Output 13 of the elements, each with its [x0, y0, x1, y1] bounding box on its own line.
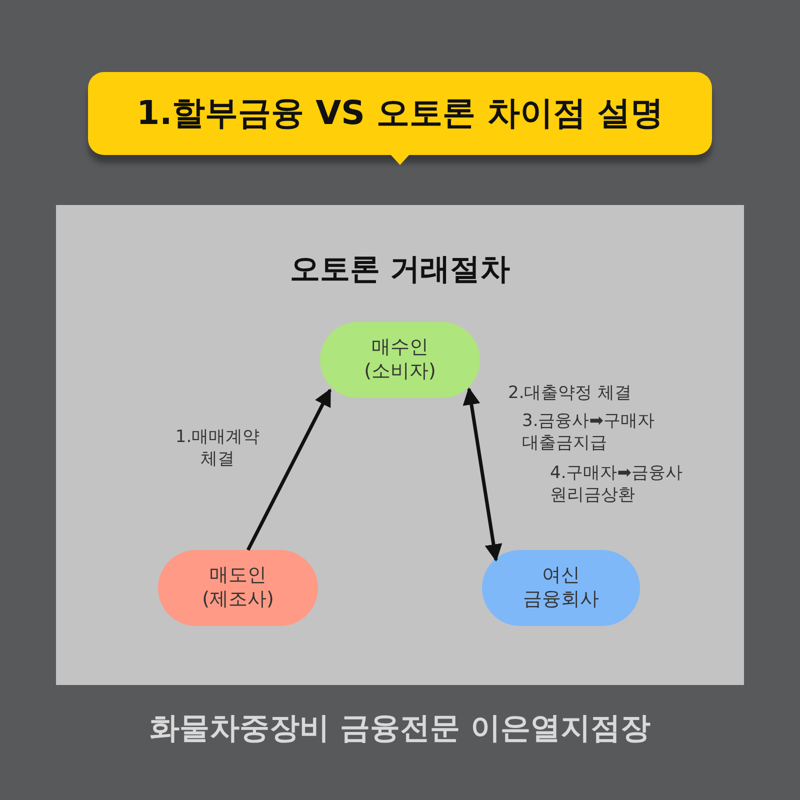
title: 1.할부금융 VS 오토론 차이점 설명 — [136, 92, 664, 134]
step-note: 4.구매자➡금융사 원리금상환 — [550, 462, 684, 506]
edge-label: 2.대출약정 체결 — [508, 382, 632, 404]
edge-label: 1.매매계약 체결 — [174, 426, 261, 470]
party-pill: 매수인 (소비자) — [320, 322, 480, 398]
party-pill: 여신 금융회사 — [482, 550, 640, 626]
step-note: 3.금융사➡구매자 대출금지급 — [522, 410, 656, 454]
panel-heading: 오토론 거래절차 — [288, 251, 512, 289]
footer-caption: 화물차중장비 금융전문 이은열지점장 — [148, 710, 652, 748]
panel — [56, 205, 744, 685]
arrow — [462, 387, 502, 562]
arrow — [246, 388, 332, 551]
party-pill: 매도인 (제조사) — [158, 550, 318, 626]
